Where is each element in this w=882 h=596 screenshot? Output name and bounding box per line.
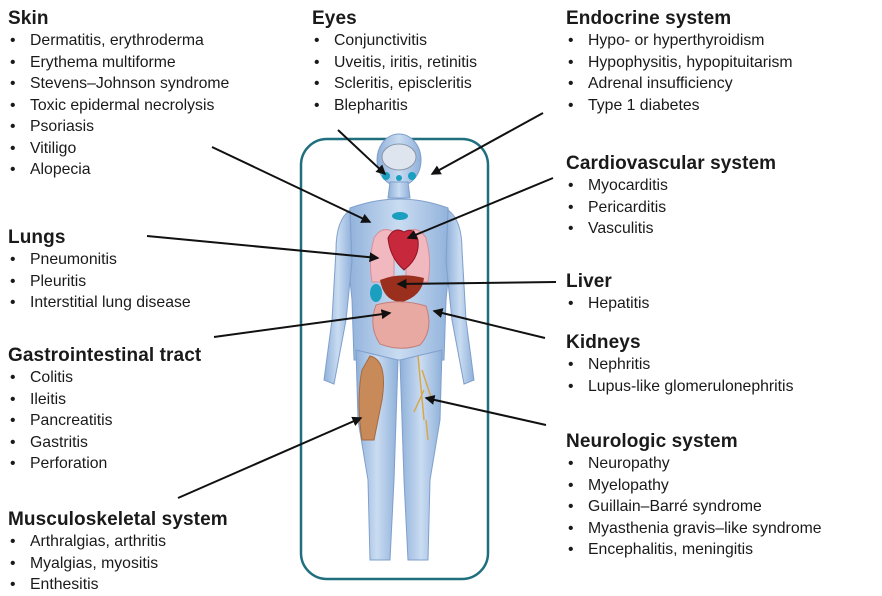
pituitary-icon	[396, 175, 402, 181]
group-title: Eyes	[312, 8, 477, 30]
list-item: Lupus-like glomerulonephritis	[566, 376, 793, 398]
item-list: Nephritis Lupus-like glomerulonephritis	[566, 354, 793, 397]
list-item: Pancreatitis	[8, 410, 201, 432]
list-item: Gastritis	[8, 432, 201, 454]
list-item: Pneumonitis	[8, 249, 191, 271]
list-item: Pleuritis	[8, 271, 191, 293]
list-item: Scleritis, episcleritis	[312, 73, 477, 95]
list-item: Adrenal insufficiency	[566, 73, 793, 95]
list-item: Interstitial lung disease	[8, 292, 191, 314]
group-endocrine: Endocrine system Hypo- or hyperthyroidis…	[566, 8, 793, 116]
list-item: Pericarditis	[566, 197, 776, 219]
list-item: Psoriasis	[8, 116, 229, 138]
list-item: Type 1 diabetes	[566, 95, 793, 117]
brain-icon	[382, 144, 416, 170]
list-item: Dermatitis, erythroderma	[8, 30, 229, 52]
item-list: Hepatitis	[566, 293, 649, 315]
group-kidneys: Kidneys Nephritis Lupus-like glomerulone…	[566, 332, 793, 397]
group-title: Liver	[566, 271, 649, 293]
group-lungs: Lungs Pneumonitis Pleuritis Interstitial…	[8, 227, 191, 314]
list-item: Nephritis	[566, 354, 793, 376]
group-title: Musculoskeletal system	[8, 509, 228, 531]
list-item: Vasculitis	[566, 218, 776, 240]
item-list: Colitis Ileitis Pancreatitis Gastritis P…	[8, 367, 201, 475]
list-item: Hypo- or hyperthyroidism	[566, 30, 793, 52]
group-skin: Skin Dermatitis, erythroderma Erythema m…	[8, 8, 229, 181]
list-item: Toxic epidermal necrolysis	[8, 95, 229, 117]
item-list: Myocarditis Pericarditis Vasculitis	[566, 175, 776, 240]
item-list: Dermatitis, erythroderma Erythema multif…	[8, 30, 229, 181]
list-item: Neuropathy	[566, 453, 822, 475]
group-title: Kidneys	[566, 332, 793, 354]
item-list: Pneumonitis Pleuritis Interstitial lung …	[8, 249, 191, 314]
list-item: Conjunctivitis	[312, 30, 477, 52]
group-title: Endocrine system	[566, 8, 793, 30]
item-list: Conjunctivitis Uveitis, iritis, retiniti…	[312, 30, 477, 116]
eye-right-icon	[408, 172, 416, 180]
list-item: Encephalitis, meningitis	[566, 539, 822, 561]
list-item: Perforation	[8, 453, 201, 475]
list-item: Colitis	[8, 367, 201, 389]
list-item: Blepharitis	[312, 95, 477, 117]
list-item: Alopecia	[8, 159, 229, 181]
group-title: Skin	[8, 8, 229, 30]
intestine-icon	[373, 302, 429, 349]
group-eyes: Eyes Conjunctivitis Uveitis, iritis, ret…	[312, 8, 477, 116]
list-item: Arthralgias, arthritis	[8, 531, 228, 553]
group-musculo: Musculoskeletal system Arthralgias, arth…	[8, 509, 228, 596]
group-title: Lungs	[8, 227, 191, 249]
list-item: Uveitis, iritis, retinitis	[312, 52, 477, 74]
list-item: Hypophysitis, hypopituitarism	[566, 52, 793, 74]
list-item: Hepatitis	[566, 293, 649, 315]
list-item: Myocarditis	[566, 175, 776, 197]
list-item: Enthesitis	[8, 574, 228, 596]
list-item: Ileitis	[8, 389, 201, 411]
kidney-icon	[370, 284, 382, 302]
list-item: Erythema multiforme	[8, 52, 229, 74]
group-title: Gastrointestinal tract	[8, 345, 201, 367]
list-item: Myasthenia gravis–like syndrome	[566, 518, 822, 540]
group-gi: Gastrointestinal tract Colitis Ileitis P…	[8, 345, 201, 475]
list-item: Stevens–Johnson syndrome	[8, 73, 229, 95]
item-list: Neuropathy Myelopathy Guillain–Barré syn…	[566, 453, 822, 561]
group-title: Cardiovascular system	[566, 153, 776, 175]
group-title: Neurologic system	[566, 431, 822, 453]
item-list: Arthralgias, arthritis Myalgias, myositi…	[8, 531, 228, 596]
item-list: Hypo- or hyperthyroidism Hypophysitis, h…	[566, 30, 793, 116]
list-item: Guillain–Barré syndrome	[566, 496, 822, 518]
list-item: Vitiligo	[8, 138, 229, 160]
group-liver: Liver Hepatitis	[566, 271, 649, 315]
group-neuro: Neurologic system Neuropathy Myelopathy …	[566, 431, 822, 561]
thyroid-icon	[392, 212, 408, 220]
list-item: Myelopathy	[566, 475, 822, 497]
group-cardio: Cardiovascular system Myocarditis Perica…	[566, 153, 776, 240]
list-item: Myalgias, myositis	[8, 553, 228, 575]
